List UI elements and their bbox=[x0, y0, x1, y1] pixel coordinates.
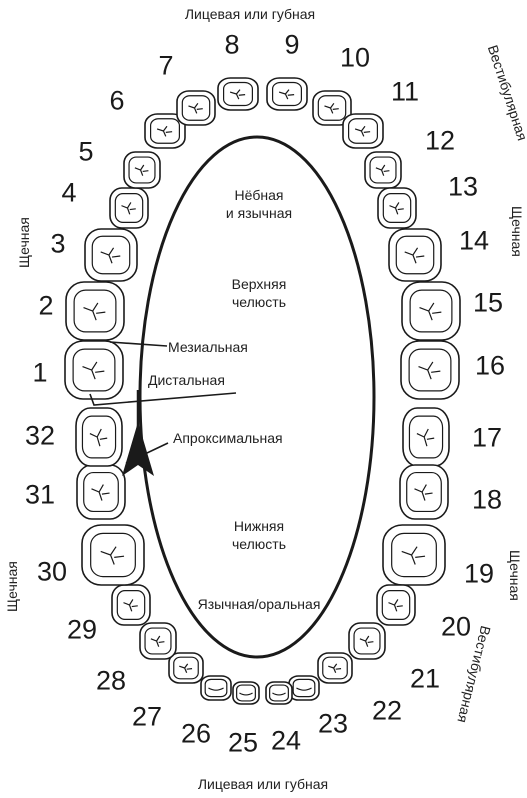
tooth-23 bbox=[289, 676, 319, 700]
tooth-5 bbox=[124, 152, 160, 188]
tooth-number-2: 2 bbox=[38, 293, 53, 320]
arrow-head bbox=[122, 422, 154, 476]
tooth-7 bbox=[177, 91, 215, 125]
tooth-number-27: 27 bbox=[132, 704, 162, 731]
tooth-number-20: 20 bbox=[441, 614, 471, 641]
tooth-25 bbox=[233, 682, 259, 704]
tooth-number-10: 10 bbox=[340, 45, 370, 72]
tooth-21 bbox=[349, 623, 385, 659]
tooth-17 bbox=[403, 408, 449, 466]
tooth-28 bbox=[140, 623, 176, 659]
tooth-31 bbox=[77, 465, 125, 519]
tooth-20 bbox=[377, 585, 415, 625]
tooth-number-11: 11 bbox=[391, 79, 419, 106]
tooth-number-18: 18 bbox=[472, 487, 502, 514]
tooth-number-22: 22 bbox=[372, 698, 402, 725]
tooth-8 bbox=[218, 78, 258, 110]
tooth-15 bbox=[402, 282, 460, 340]
tooth-number-12: 12 bbox=[425, 128, 455, 155]
lower-jaw-label-1: Нижняя bbox=[234, 518, 284, 534]
tooth-number-3: 3 bbox=[50, 231, 65, 258]
bottom-label: Лицевая или губная bbox=[198, 776, 328, 792]
tooth-19 bbox=[383, 525, 445, 585]
mesial-label: Мезиальная bbox=[168, 339, 248, 355]
tooth-number-15: 15 bbox=[473, 290, 503, 317]
palatal-label-1: Нёбная bbox=[234, 187, 283, 203]
upper-jaw-label-2: челюсть bbox=[232, 294, 286, 310]
tooth-number-8: 8 bbox=[224, 32, 239, 59]
tooth-18 bbox=[400, 465, 448, 519]
tooth-number-6: 6 bbox=[109, 88, 124, 115]
tooth-3 bbox=[85, 229, 137, 281]
tooth-number-7: 7 bbox=[158, 53, 173, 80]
tooth-1 bbox=[65, 341, 123, 399]
tooth-12 bbox=[365, 152, 401, 188]
tooth-26 bbox=[201, 676, 231, 700]
buccal-lower-left: Щечная bbox=[4, 561, 20, 612]
tooth-24 bbox=[266, 682, 292, 704]
tooth-16 bbox=[401, 341, 459, 399]
top-label: Лицевая или губная bbox=[185, 6, 315, 22]
tooth-number-19: 19 bbox=[464, 561, 494, 588]
tooth-number-13: 13 bbox=[448, 174, 478, 201]
tooth-number-14: 14 bbox=[459, 228, 489, 255]
tooth-number-23: 23 bbox=[318, 711, 348, 738]
tooth-number-17: 17 bbox=[472, 425, 502, 452]
tooth-9 bbox=[267, 78, 307, 110]
tooth-number-29: 29 bbox=[67, 617, 97, 644]
tooth-13 bbox=[378, 188, 416, 228]
tooth-number-31: 31 bbox=[25, 482, 55, 509]
mesial-pointer bbox=[110, 342, 167, 346]
tooth-number-4: 4 bbox=[61, 180, 76, 207]
tooth-29 bbox=[112, 585, 150, 625]
tooth-number-9: 9 bbox=[284, 32, 299, 59]
tooth-32 bbox=[76, 408, 122, 466]
buccal-upper-left: Щечная bbox=[16, 217, 32, 268]
tooth-number-21: 21 bbox=[410, 666, 440, 693]
tooth-number-30: 30 bbox=[37, 559, 67, 586]
tooth-2 bbox=[66, 282, 124, 340]
palatal-label-2: и язычная bbox=[226, 205, 292, 221]
tooth-number-28: 28 bbox=[96, 668, 126, 695]
tooth-number-24: 24 bbox=[271, 728, 301, 755]
tooth-14 bbox=[389, 229, 441, 281]
tooth-number-16: 16 bbox=[475, 353, 505, 380]
lower-jaw-label-2: челюсть bbox=[232, 536, 286, 552]
tooth-4 bbox=[110, 188, 148, 228]
tooth-11 bbox=[343, 114, 383, 148]
buccal-upper-right: Щечная bbox=[509, 206, 525, 257]
tooth-22 bbox=[318, 653, 352, 683]
tooth-number-32: 32 bbox=[25, 423, 55, 450]
lingual-oral-label: Язычная/оральная bbox=[198, 596, 321, 612]
upper-jaw-label-1: Верхняя bbox=[232, 276, 287, 292]
tooth-number-26: 26 bbox=[181, 721, 211, 748]
tooth-27 bbox=[169, 653, 203, 683]
buccal-lower-right: Щечная bbox=[507, 550, 523, 601]
tooth-number-5: 5 bbox=[78, 139, 93, 166]
approximal-label: Апроксимальная bbox=[173, 430, 283, 446]
tooth-30 bbox=[82, 525, 144, 585]
distal-label: Дистальная bbox=[148, 372, 225, 388]
tooth-number-25: 25 bbox=[228, 730, 258, 757]
tooth-number-1: 1 bbox=[32, 360, 47, 387]
